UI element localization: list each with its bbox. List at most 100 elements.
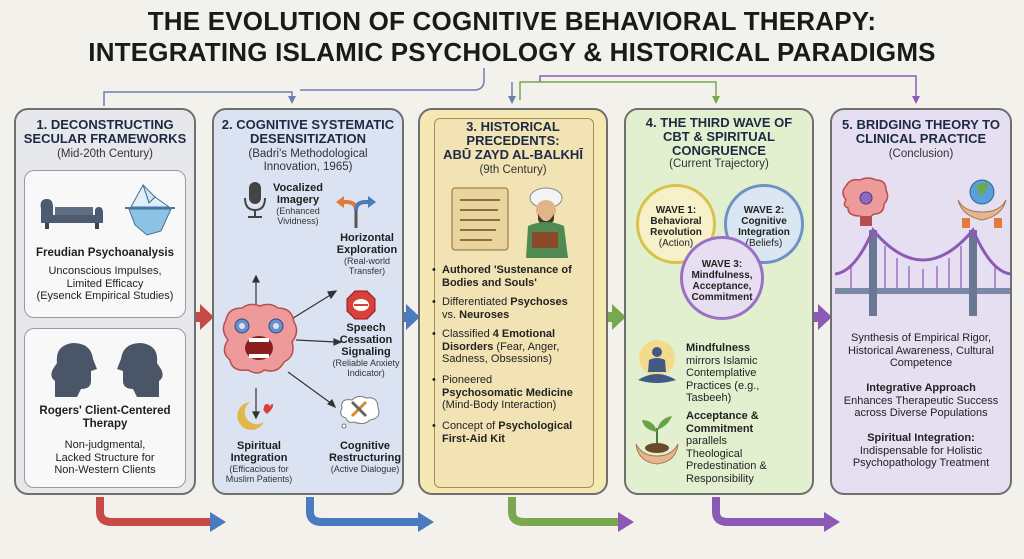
heads-icon: [51, 343, 163, 397]
bullet-psychosomatic: Pioneered Psychosomatic Medicine (Mind-B…: [432, 374, 602, 412]
freudian-body-line1: Unconscious Impulses,: [48, 265, 162, 277]
horizontal-exploration-label: Horizontal Exploration (Real-world Trans…: [332, 232, 402, 276]
panel1-heading-line2: SECULAR FRAMEWORKS: [23, 131, 187, 146]
top-connector-title: [300, 68, 485, 91]
top-connector-4-5: [539, 75, 917, 100]
panel3-heading-line1: 3. HISTORICAL: [466, 119, 560, 134]
mindfulness-point: Mindfulness mirrors Islamic Contemplativ…: [686, 342, 810, 405]
wave1-line1: WAVE 1:: [655, 205, 697, 216]
wave2-line1: WAVE 2:: [743, 205, 785, 216]
rogers-card: Rogers' Client-Centered Therapy Non-judg…: [24, 328, 186, 488]
spiritual-integration-line2: Psychopathology Treatment: [852, 457, 990, 469]
brain-gear-icon: [842, 177, 889, 226]
integrative-line2: across Diverse Populations: [854, 407, 988, 419]
restructuring-title-2: Restructuring: [328, 452, 402, 464]
bullet5-bold1: Psychological: [498, 420, 573, 432]
panel-historical-precedents: 3. HISTORICAL PRECEDENTS: ABŪ ZAYD AL-BA…: [418, 108, 608, 495]
synthesis-line3: Competence: [889, 357, 953, 369]
panel5-heading-line2: CLINICAL PRACTICE: [855, 131, 987, 146]
acceptance-line3: Predestination &: [686, 460, 767, 472]
desensitization-connectors: [252, 274, 343, 420]
spiritual-integration-line1: Indispensable for Holistic: [859, 444, 983, 457]
panel4-heading-line1: 4. THE THIRD WAVE OF: [645, 115, 793, 130]
bullet4-prefix: Pioneered: [442, 374, 493, 386]
spiritual-integration-title: Spiritual Integration:: [867, 432, 975, 444]
bullet1-line2: Bodies and Souls': [442, 276, 537, 289]
speech-cessation-label: Speech Cessation Signaling (Reliable Anx…: [328, 322, 402, 378]
vocalized-sub-1: (Enhanced: [276, 206, 320, 216]
crescent-heart-icon: [237, 402, 274, 430]
bullet3-list1: (Fear, Anger,: [493, 340, 560, 353]
wave2-line3: Integration: [738, 227, 790, 238]
speech-title-3: Signaling: [341, 346, 391, 358]
speech-title-2: Cessation: [339, 334, 393, 346]
bullet3-bold1: 4 Emotional: [492, 328, 556, 340]
wave3-circle: WAVE 3: Mindfulness, Acceptance, Commitm…: [680, 236, 764, 320]
freudian-title: Freudian Psychoanalysis: [35, 247, 175, 259]
sprout-hands-icon: [635, 416, 679, 465]
panel2-heading-line2: DESENSITIZATION: [249, 131, 367, 146]
rogers-title-line1: Rogers' Client-Centered: [39, 405, 171, 417]
integrative-title: Integrative Approach: [866, 382, 976, 394]
bullet3-list2: Sadness, Obsessions): [442, 353, 553, 365]
panel-deconstructing-secular-frameworks: 1. DECONSTRUCTING SECULAR FRAMEWORKS (Mi…: [14, 108, 196, 495]
acceptance-bold2: Commitment: [686, 422, 754, 435]
integrative-approach-paragraph: Integrative Approach Enhances Therapeuti…: [832, 382, 1010, 420]
rogers-title-line2: Therapy: [82, 418, 128, 430]
couch-icon: [40, 199, 103, 229]
bullet4-suffix: (Mind-Body Interaction): [442, 399, 557, 411]
wave1-line2: Behavioral: [650, 216, 702, 227]
mindfulness-line1: mirrors Islamic: [686, 354, 758, 367]
synthesis-line1: Synthesis of Empirical Rigor,: [851, 332, 991, 344]
panel5-subtitle: (Conclusion): [888, 148, 954, 160]
horizontal-sub-1: (Real-world: [343, 256, 390, 266]
acceptance-line1: parallels: [686, 435, 727, 447]
panel3-heading-line2: PRECEDENTS:: [466, 133, 560, 148]
bullet5-bold2: First-Aid Kit: [442, 432, 505, 445]
restructuring-title-1: Cognitive: [339, 440, 391, 452]
panel3-heading-line3: ABŪ ZAYD AL-BALKHĪ: [443, 147, 583, 162]
panel1-heading-line1: 1. DECONSTRUCTING: [36, 117, 174, 132]
panel4-subtitle: (Current Trajectory): [669, 158, 769, 170]
restructuring-sub-1: (Active Dialogue): [330, 464, 400, 474]
bullet2-vs: vs.: [442, 308, 460, 321]
panel1-heading: 1. DECONSTRUCTING SECULAR FRAMEWORKS: [16, 118, 194, 146]
bottom-arrow-red: [96, 497, 226, 532]
cognitive-restructuring-label: Cognitive Restructuring (Active Dialogue…: [326, 440, 402, 474]
bullet2-bold1: Psychoses: [510, 296, 568, 308]
mindfulness-line4: Tasbeeh): [686, 392, 732, 404]
panel2-subtitle-line2: Innovation, 1965): [263, 161, 353, 173]
rogers-body-line2: Lacked Structure for: [55, 451, 155, 464]
synthesis-line2: Historical Awareness, Cultural: [848, 344, 994, 357]
vocalized-title-1: Vocalized: [273, 182, 323, 194]
bridge-icon: [835, 227, 1010, 316]
wave1-line3: Revolution: [650, 227, 702, 238]
bullet3-bold2: Disorders: [442, 340, 494, 353]
bottom-arrow-blue: [306, 497, 434, 532]
title-line-2: INTEGRATING ISLAMIC PSYCHOLOGY & HISTORI…: [88, 37, 936, 67]
title-line-1: THE EVOLUTION OF COGNITIVE BEHAVIORAL TH…: [147, 6, 877, 36]
bullet4-bold: Psychosomatic Medicine: [442, 386, 573, 399]
bullet-emotional-disorders: Classified 4 Emotional Disorders (Fear, …: [432, 328, 602, 366]
rogers-title: Rogers' Client-Centered Therapy: [25, 405, 185, 431]
acceptance-line4: Responsibility: [686, 472, 754, 485]
panel4-heading: 4. THE THIRD WAVE OF CBT & SPIRITUAL CON…: [626, 116, 812, 158]
panel2-heading-line1: 2. COGNITIVE SYSTEMATIC: [221, 117, 395, 132]
spiritual-sub-1: (Efficacious for: [229, 464, 289, 474]
bullet3-prefix: Classified: [442, 328, 493, 340]
bullet2-bold2: Neuroses: [459, 308, 510, 321]
panel3-heading: 3. HISTORICAL PRECEDENTS: ABŪ ZAYD AL-BA…: [420, 120, 606, 162]
panel2-heading: 2. COGNITIVE SYSTEMATIC DESENSITIZATION: [214, 118, 402, 146]
freudian-body: Unconscious Impulses, Limited Efficacy (…: [25, 265, 185, 303]
horizontal-sub-2: Transfer): [348, 266, 386, 276]
bullet1-line1: Authored 'Sustenance of: [442, 264, 572, 276]
panel5-heading-line1: 5. BRIDGING THEORY TO: [842, 117, 1000, 132]
wave1-line4: (Action): [658, 238, 694, 249]
mindfulness-line2: Contemplative: [686, 367, 757, 379]
bullet-sustenance: Authored 'Sustenance of Bodies and Souls…: [432, 264, 602, 289]
vocalized-sub-2: Vividness): [277, 216, 319, 226]
bullet2-prefix: Differentiated: [442, 296, 511, 308]
bottom-arrow-purple: [712, 497, 840, 532]
spiritual-sub-2: Muslim Patients): [225, 474, 293, 484]
spiritual-integration-label: Spiritual Integration (Efficacious for M…: [220, 440, 298, 484]
